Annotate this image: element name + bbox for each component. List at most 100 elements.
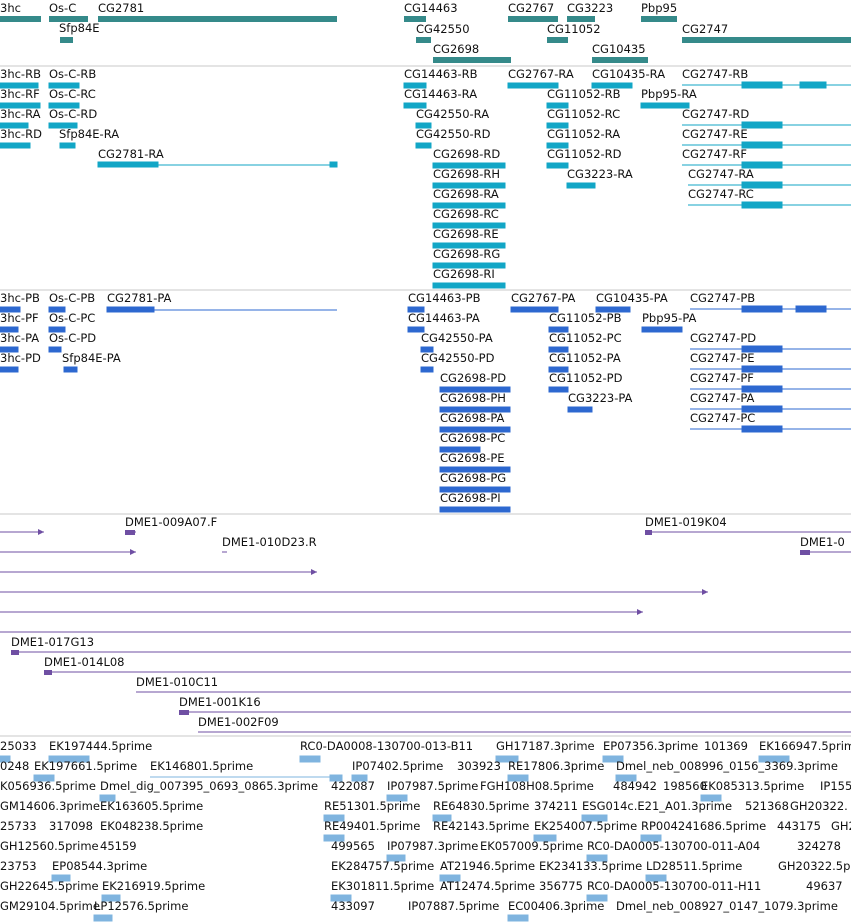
transcripts_b-label[interactable]: CG14463-PA (408, 311, 480, 325)
transcripts_a-label[interactable]: CG2747-RF (682, 147, 747, 161)
exon[interactable] (548, 386, 569, 393)
gene-bar[interactable] (567, 16, 595, 22)
transcripts_a-label[interactable]: CG11052-RC (547, 107, 620, 121)
exon[interactable] (403, 82, 427, 89)
transcripts_a-label[interactable]: CG2767-RA (508, 67, 574, 81)
exon[interactable] (415, 142, 432, 149)
transcripts_b-label[interactable]: Pbp95-PA (642, 311, 697, 325)
clones-label[interactable]: DME1-0 (800, 535, 845, 549)
genes-label[interactable]: 3hc (0, 1, 21, 15)
ests-label[interactable]: ESG014c.E21_A01.3prime (582, 799, 732, 813)
exon[interactable] (507, 82, 559, 89)
ests-label[interactable]: 374211 (534, 799, 578, 813)
transcripts_b-label[interactable]: CG2747-PE (690, 351, 755, 365)
ests-label[interactable]: 324278 (797, 839, 841, 853)
ests-label[interactable]: K056936.5prime (0, 779, 96, 793)
genes-label[interactable]: CG42550 (416, 22, 470, 36)
est-block[interactable] (386, 854, 406, 862)
exon[interactable] (741, 365, 783, 373)
ests-label[interactable]: GM29104.5prime (0, 899, 100, 913)
gene-bar[interactable] (508, 16, 558, 22)
ests-label[interactable]: FGH108H08.5prime (480, 779, 594, 793)
transcripts_b-label[interactable]: 3hc-PF (0, 311, 39, 325)
transcripts_a-label[interactable]: CG2747-RD (682, 107, 749, 121)
transcripts_a-label[interactable]: CG2781-RA (98, 147, 164, 161)
exon[interactable] (420, 346, 434, 353)
ests-label[interactable]: 484942 (613, 779, 657, 793)
est-block[interactable] (700, 794, 722, 802)
ests-label[interactable]: Dmel_neb_008927_0147_1079.3prime (616, 899, 838, 913)
transcripts_a-label[interactable]: CG2747-RA (688, 167, 754, 181)
genes-label[interactable]: CG11052 (547, 22, 601, 36)
transcripts_a-label[interactable]: CG14463-RA (404, 87, 477, 101)
ests-label[interactable]: 23753 (0, 859, 37, 873)
ests-label[interactable]: GH20322.5p (778, 859, 850, 873)
ests-label[interactable]: RE17806.3prime (508, 759, 604, 773)
exon[interactable] (741, 425, 783, 433)
transcripts_b-label[interactable]: Os-C-PC (49, 311, 95, 325)
exon[interactable] (591, 82, 633, 89)
transcripts_b-label[interactable]: CG2767-PA (511, 291, 576, 305)
ests-label[interactable]: 49637 (806, 879, 843, 893)
ests-label[interactable]: 499565 (331, 839, 375, 853)
transcripts_a-label[interactable]: 3hc-RD (0, 127, 42, 141)
transcripts_b-label[interactable]: CG2698-PG (440, 471, 506, 485)
transcripts_a-label[interactable]: Os-C-RD (49, 107, 97, 121)
gene-bar[interactable] (404, 16, 426, 22)
exon[interactable] (546, 122, 569, 129)
transcripts_a-label[interactable]: CG2698-RA (433, 187, 499, 201)
transcripts_a-label[interactable]: CG11052-RD (547, 147, 622, 161)
transcripts_b-label[interactable]: CG2698-PE (440, 451, 505, 465)
exon[interactable] (432, 222, 506, 229)
transcripts_a-label[interactable]: Os-C-RB (49, 67, 96, 81)
exon[interactable] (439, 406, 511, 413)
transcripts_b-label[interactable]: CG2747-PC (690, 411, 755, 425)
exon[interactable] (741, 385, 783, 393)
ests-label[interactable]: EK197661.5prime (34, 759, 137, 773)
ests-label[interactable]: 0248 (0, 759, 29, 773)
exon[interactable] (48, 326, 66, 333)
transcripts_a-label[interactable]: 3hc-RB (0, 67, 41, 81)
exon[interactable] (640, 102, 690, 109)
est-block[interactable] (93, 914, 113, 922)
ests-label[interactable]: EK254007.5prime (534, 819, 637, 833)
genes-label[interactable]: CG2698 (433, 42, 479, 56)
ests-label[interactable]: GH17187.3prime (496, 739, 595, 753)
exon[interactable] (439, 426, 511, 433)
transcripts_b-label[interactable]: CG2747-PA (690, 391, 755, 405)
transcripts_a-label[interactable]: Sfp84E-RA (59, 127, 119, 141)
ests-label[interactable]: EK057009.5prime (480, 839, 583, 853)
transcripts_b-label[interactable]: CG11052-PA (549, 351, 621, 365)
est-block[interactable] (48, 755, 90, 763)
clones-label[interactable]: DME1-002F09 (198, 715, 279, 729)
ests-label[interactable]: 198560 (663, 779, 707, 793)
clones-label[interactable]: DME1-009A07.F (125, 515, 217, 529)
clones-label[interactable]: DME1-010C11 (136, 675, 218, 689)
exon[interactable] (799, 81, 827, 89)
exon[interactable] (439, 386, 511, 393)
transcripts_a-label[interactable]: CG2698-RD (433, 147, 500, 161)
transcripts_a-label[interactable]: CG10435-RA (592, 67, 665, 81)
ests-label[interactable]: RC0-DA0005-130700-011-A04 (587, 839, 760, 853)
ests-label[interactable]: 422087 (331, 779, 375, 793)
est-block[interactable] (495, 755, 519, 763)
ests-label[interactable]: IP155 (820, 779, 851, 793)
est-block[interactable] (439, 874, 461, 882)
ests-label[interactable]: IP07887.5prime (408, 899, 499, 913)
exon[interactable] (0, 82, 39, 89)
ests-label[interactable]: AT12474.5prime (440, 879, 535, 893)
exon[interactable] (546, 162, 569, 169)
exon[interactable] (59, 142, 76, 149)
exon[interactable] (741, 181, 783, 189)
exon[interactable] (0, 346, 19, 353)
clones-label[interactable]: DME1-001K16 (179, 695, 261, 709)
gene-bar[interactable] (433, 57, 511, 63)
ests-label[interactable]: 521368 (745, 799, 789, 813)
gene-bar[interactable] (60, 37, 73, 43)
exon[interactable] (548, 366, 569, 373)
transcripts_a-label[interactable]: CG2698-RE (433, 227, 499, 241)
ests-label[interactable]: GH20322. (790, 799, 848, 813)
exon[interactable] (439, 486, 511, 493)
clones-label[interactable]: DME1-019K04 (645, 515, 727, 529)
transcripts_a-label[interactable]: Pbp95-RA (641, 87, 697, 101)
